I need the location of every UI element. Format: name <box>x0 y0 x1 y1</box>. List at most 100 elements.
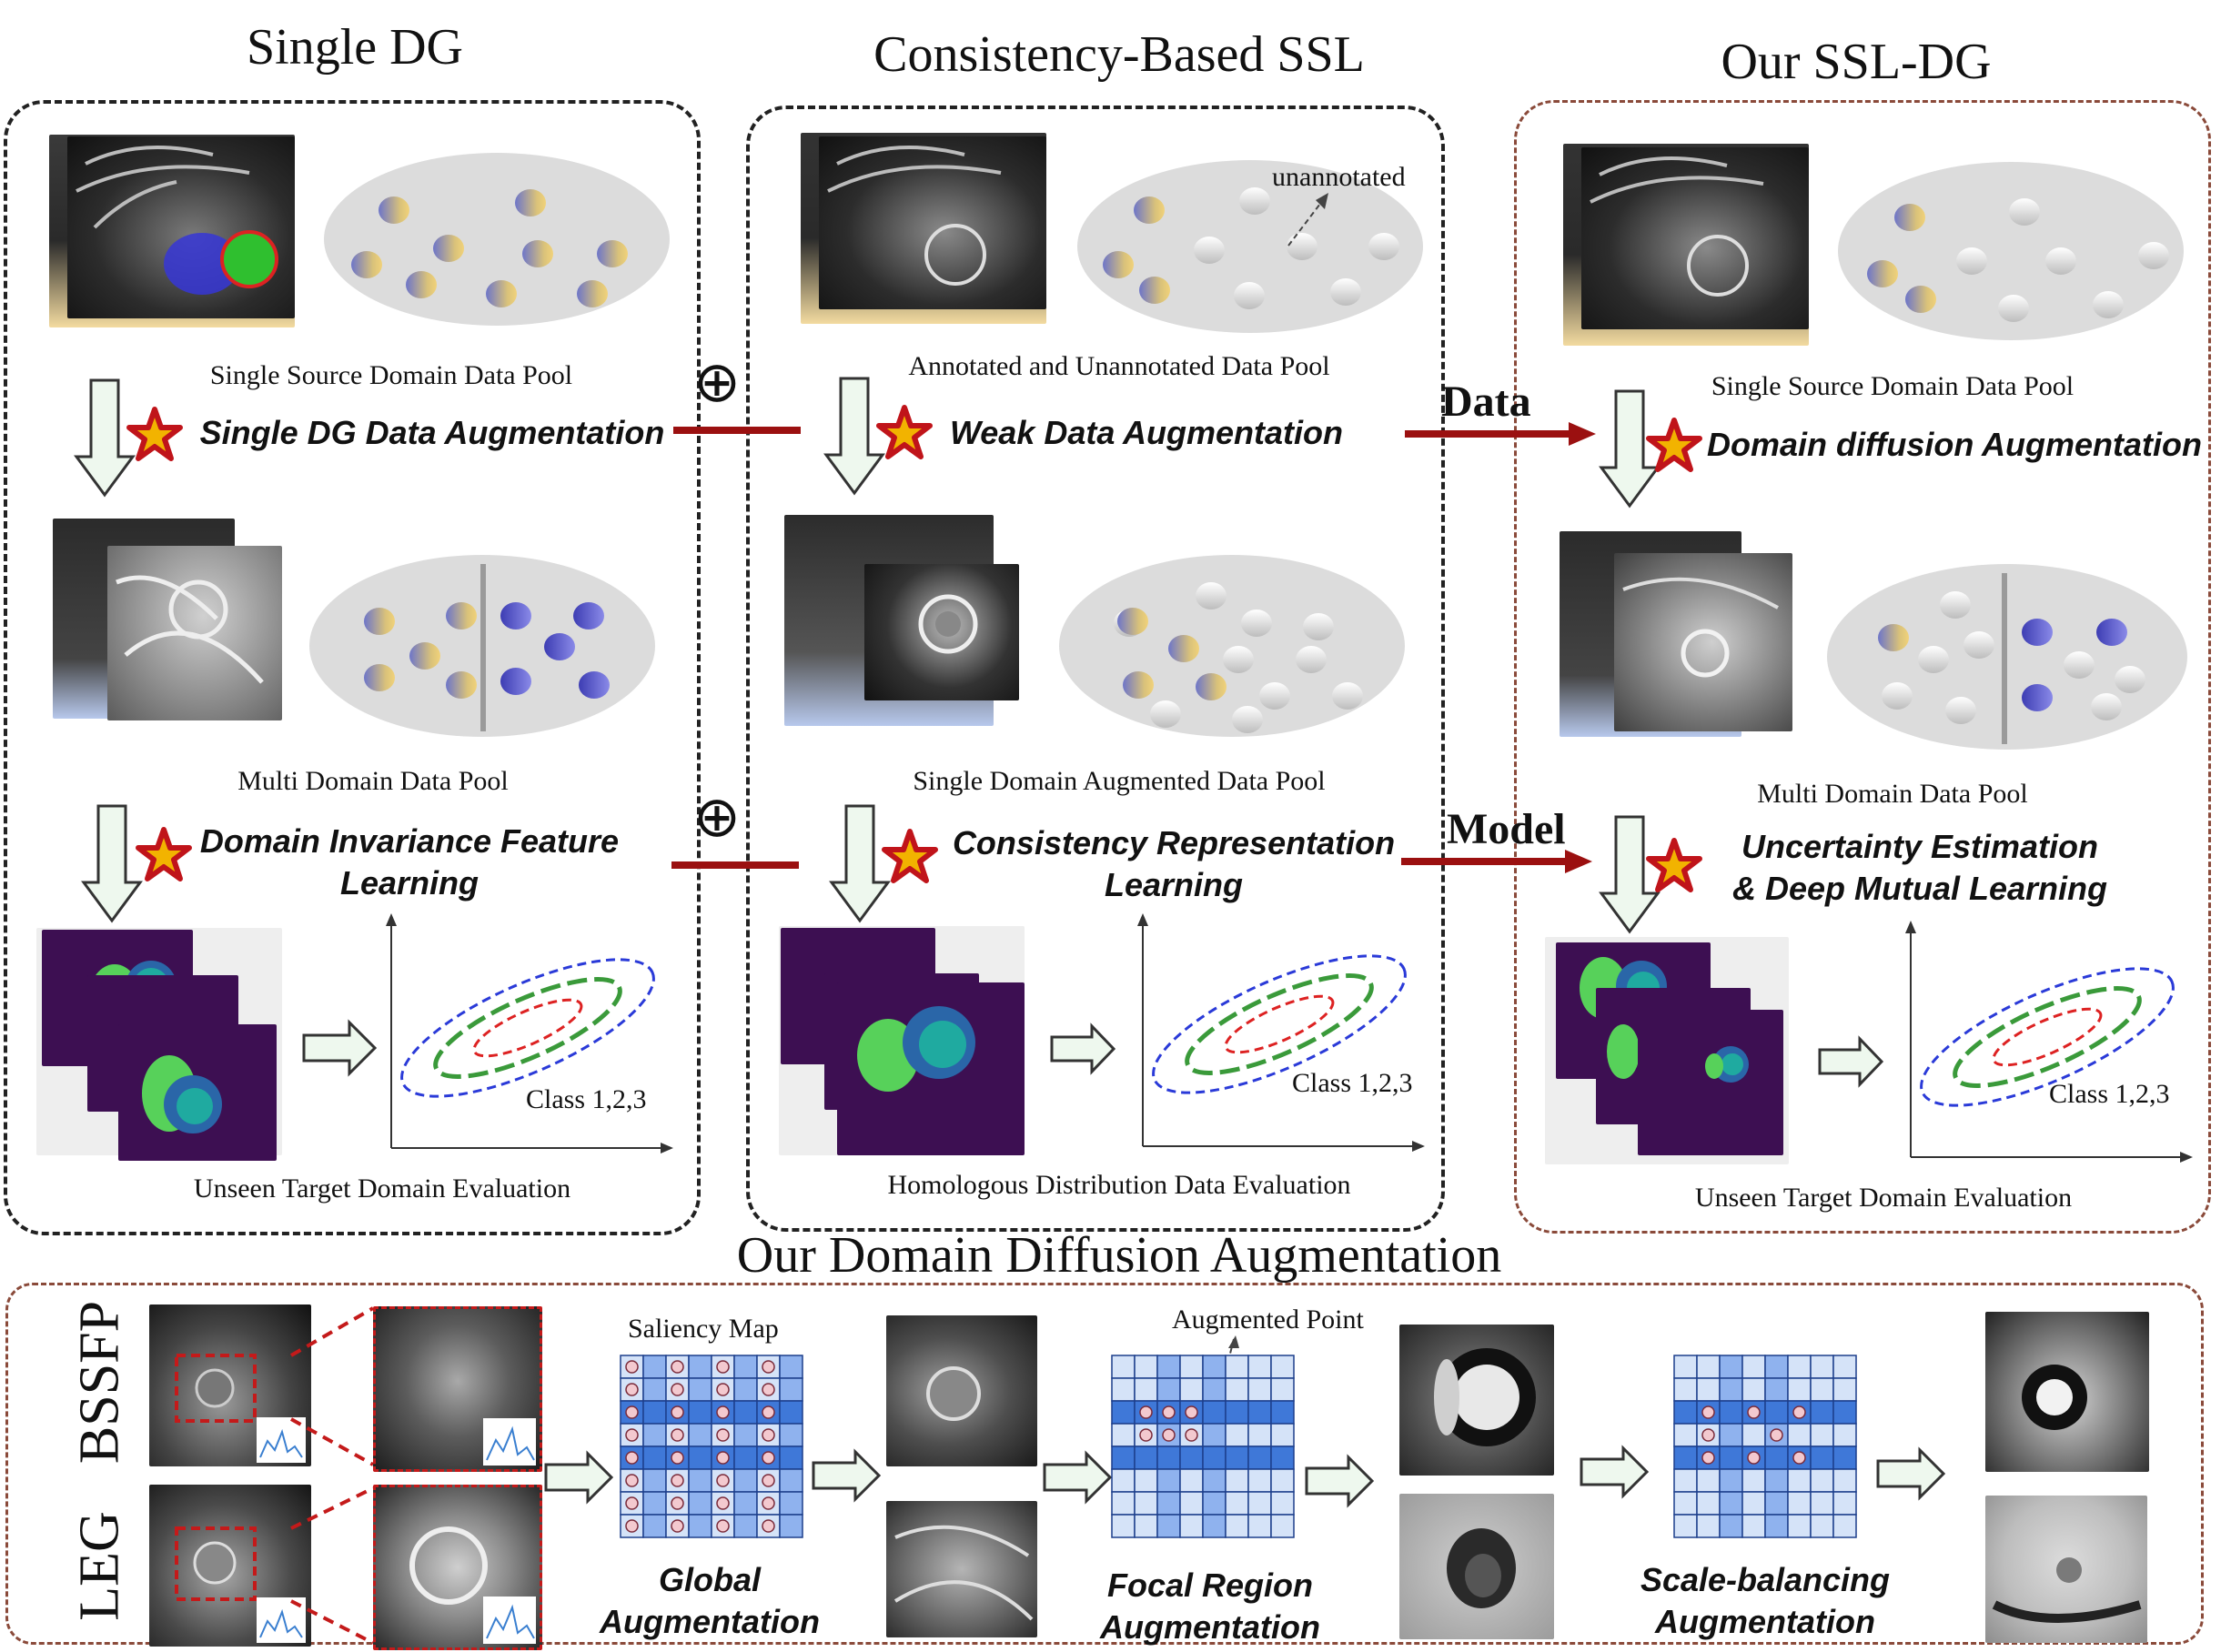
grid-cell <box>1225 1423 1249 1447</box>
augmented-point <box>625 1496 639 1510</box>
grid-cell <box>1202 1491 1227 1516</box>
grid-cell <box>1673 1423 1698 1447</box>
grid-cell <box>1810 1446 1834 1470</box>
grid-cell <box>1225 1446 1249 1470</box>
grid-cell <box>1832 1514 1857 1538</box>
grid-cell <box>1270 1468 1295 1493</box>
grid-cell <box>1764 1491 1789 1516</box>
data-arrow <box>1405 422 1596 446</box>
grid-cell <box>1764 1400 1789 1425</box>
grid-cell <box>1270 1400 1295 1425</box>
grid-cell <box>1696 1491 1721 1516</box>
c3-pool1-caption: Single Source Domain Data Pool <box>1711 371 2075 401</box>
grid-cell <box>1156 1446 1181 1470</box>
augmented-point <box>625 1360 639 1374</box>
augmented-point <box>1792 1451 1806 1465</box>
grid-cell <box>1764 1446 1789 1470</box>
augmented-point <box>1162 1428 1176 1442</box>
c3-aug2-line1: Uncertainty Estimation <box>1741 828 2099 865</box>
grid-cell <box>1247 1355 1272 1379</box>
augmented-point <box>625 1474 639 1487</box>
grid-cell <box>1111 1377 1136 1402</box>
augmented-point <box>1701 1428 1715 1442</box>
c2-star-1 <box>876 405 933 459</box>
grid-cell <box>642 1446 667 1470</box>
augmented-point <box>671 1496 684 1510</box>
grid-cell <box>1719 1446 1743 1470</box>
grid-cell <box>1764 1377 1789 1402</box>
grid-cell <box>1202 1377 1227 1402</box>
grid-cell <box>1741 1491 1766 1516</box>
augmented-point <box>716 1405 730 1419</box>
c3-pool2-caption: Multi Domain Data Pool <box>1757 779 2028 809</box>
c1-pool1-caption: Single Source Domain Data Pool <box>209 360 573 390</box>
grid-cell <box>779 1446 803 1470</box>
grid-cell <box>1156 1423 1181 1447</box>
model-arrow-label: Model <box>1447 805 1566 853</box>
c3-eval-caption: Unseen Target Domain Evaluation <box>1694 1183 2073 1213</box>
grid-cell <box>779 1400 803 1425</box>
augmented-point <box>1747 1405 1761 1419</box>
c3-down-arrow-1 <box>1599 389 1661 509</box>
grid-cell <box>1719 1355 1743 1379</box>
grid-cell <box>733 1491 758 1516</box>
grid-cell <box>1134 1355 1158 1379</box>
c2-class-plot <box>1137 913 1425 1152</box>
grid-cell <box>1810 1400 1834 1425</box>
source-pool <box>324 153 670 326</box>
augmented-point <box>1792 1405 1806 1419</box>
grid-cell <box>1270 1446 1295 1470</box>
grid-cell <box>1247 1514 1272 1538</box>
c1-star-1 <box>126 407 183 461</box>
grid-cell <box>1719 1400 1743 1425</box>
grid-cell <box>733 1468 758 1493</box>
c1-class-plot <box>386 913 673 1153</box>
augmented-point <box>762 1474 775 1487</box>
augmented-point <box>625 1383 639 1396</box>
bottom-arrow-1 <box>544 1450 614 1505</box>
grid-cell <box>688 1355 712 1379</box>
grid-cell <box>1787 1355 1812 1379</box>
bottom-arrow-3 <box>1043 1450 1113 1505</box>
global-aug-line2: Augmentation <box>600 1603 820 1640</box>
c3-class-plot <box>1905 921 2193 1163</box>
grid-cell <box>1832 1400 1857 1425</box>
c1-aug1-label: Single DG Data Augmentation <box>199 414 665 451</box>
grid-cell <box>733 1423 758 1447</box>
grid-cell <box>1832 1355 1857 1379</box>
grid-cell <box>1225 1400 1249 1425</box>
focal-aug-line1: Focal Region <box>1106 1566 1314 1604</box>
grid-cell <box>1134 1446 1158 1470</box>
panel-consistency-ssl <box>746 106 1445 1232</box>
grid-cell <box>1111 1491 1136 1516</box>
grid-cell <box>1673 1491 1698 1516</box>
grid-cell <box>1111 1400 1136 1425</box>
grid-cell <box>688 1423 712 1447</box>
grid-cell <box>1202 1423 1227 1447</box>
grid-cell <box>688 1446 712 1470</box>
c3-source-front <box>1581 147 1809 329</box>
title-single-dg: Single DG <box>247 19 463 76</box>
c2-unannotated-label: unannotated <box>1272 162 1406 192</box>
grid-cell <box>1719 1377 1743 1402</box>
augmented-point-label: Augmented Point <box>1172 1304 1364 1335</box>
augmented-point <box>716 1519 730 1533</box>
grid-cell <box>1111 1355 1136 1379</box>
data-arrow-label: Data <box>1441 378 1531 426</box>
grid-cell <box>1696 1377 1721 1402</box>
c2-seg-3 <box>837 982 1025 1155</box>
scale-aug-image-2 <box>1985 1496 2147 1643</box>
grid-cell <box>1787 1491 1812 1516</box>
focal-aug-image-1 <box>1399 1325 1554 1476</box>
focal-aug-image-2 <box>1399 1494 1554 1639</box>
c2-down-arrow-2 <box>829 804 891 923</box>
grid-cell <box>779 1423 803 1447</box>
grid-cell <box>1270 1423 1295 1447</box>
c2-annotated-pool <box>1077 160 1423 333</box>
grid-cell <box>688 1400 712 1425</box>
c2-aug-front <box>864 564 1019 700</box>
c3-aug1-label: Domain diffusion Augmentation <box>1707 426 2202 463</box>
global-aug-image-2 <box>886 1501 1037 1637</box>
grid-cell <box>1810 1468 1834 1493</box>
c1-right-arrow <box>302 1019 378 1077</box>
